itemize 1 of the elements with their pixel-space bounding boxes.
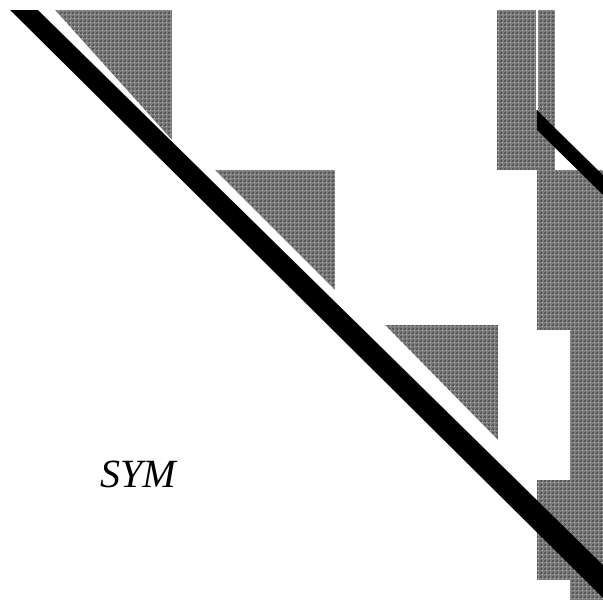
matrix-label: SYM	[100, 450, 176, 497]
